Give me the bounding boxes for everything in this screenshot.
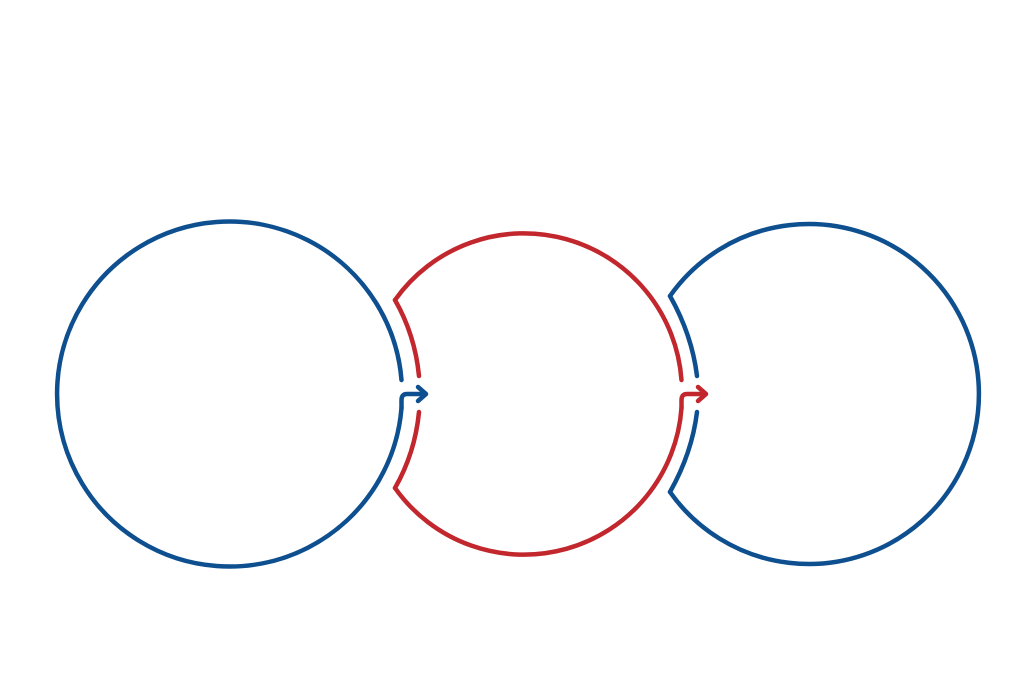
stage-3-notch-upper bbox=[667, 293, 700, 379]
stage-2-circle bbox=[392, 231, 684, 383]
arrow-head-icon bbox=[415, 384, 429, 404]
stage-3-circle bbox=[667, 221, 982, 567]
stage-1-circle bbox=[54, 219, 404, 569]
arrow-right-icon bbox=[399, 391, 428, 411]
stage-2-circle-lower bbox=[392, 405, 684, 557]
arrow-right-icon bbox=[679, 391, 708, 411]
stage-2-notch-upper bbox=[392, 297, 422, 379]
stage-2-notch-lower bbox=[392, 409, 422, 491]
stage-3-notch-lower bbox=[667, 409, 700, 495]
arrow-head-icon bbox=[695, 384, 709, 404]
